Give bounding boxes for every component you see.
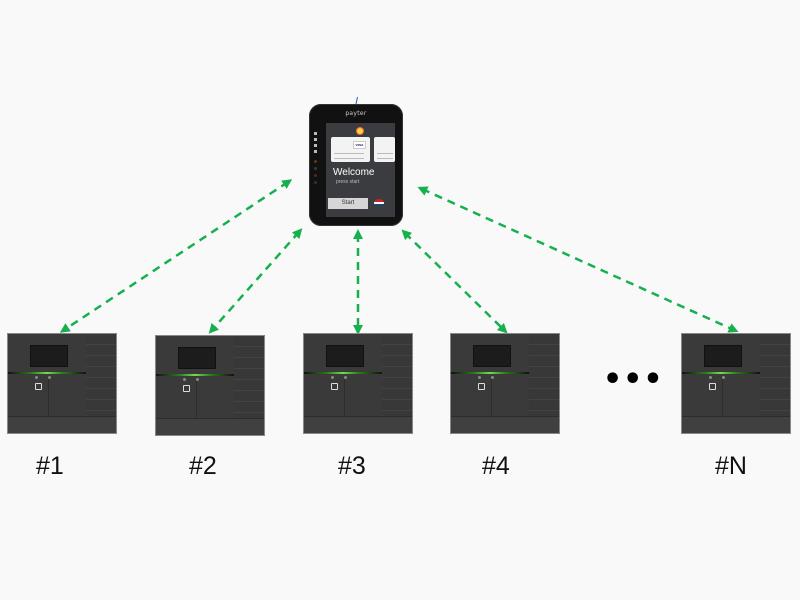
machine-label-4: #4 bbox=[482, 452, 510, 480]
recycle-icon bbox=[183, 385, 190, 392]
connection-arrow-1 bbox=[59, 179, 293, 333]
recycle-icon bbox=[331, 383, 338, 390]
machine-display bbox=[704, 345, 742, 367]
ellipsis-more-machines: ••• bbox=[603, 362, 664, 397]
press-start-text: press start bbox=[336, 179, 360, 185]
recycle-icon bbox=[478, 383, 485, 390]
visa-icon: VISA bbox=[353, 141, 366, 149]
connection-arrow-2 bbox=[208, 228, 303, 334]
recycle-icon bbox=[709, 383, 716, 390]
machine-label-2: #2 bbox=[189, 452, 217, 480]
connection-arrow-N bbox=[417, 186, 739, 333]
dutch-flag-icon bbox=[374, 199, 384, 207]
machine-display bbox=[30, 345, 68, 367]
machine-display bbox=[326, 345, 364, 367]
machine-1 bbox=[8, 334, 116, 433]
machine-display bbox=[178, 347, 216, 369]
terminal-brand: payter bbox=[345, 110, 367, 117]
shell-logo-icon bbox=[356, 127, 364, 135]
machine-2 bbox=[156, 336, 264, 435]
card-tile: VISA bbox=[331, 137, 370, 162]
machine-label-1: #1 bbox=[36, 452, 64, 480]
payment-terminal: payter VISA Welcome press start Start bbox=[309, 104, 403, 226]
machine-label-N: #N bbox=[715, 452, 747, 480]
welcome-text: Welcome bbox=[333, 167, 375, 178]
connection-arrow-4 bbox=[401, 229, 508, 334]
terminal-leds bbox=[314, 160, 317, 188]
machine-3 bbox=[304, 334, 412, 433]
terminal-side-buttons bbox=[314, 132, 317, 156]
terminal-screen: VISA Welcome press start Start bbox=[326, 123, 395, 217]
machine-N bbox=[682, 334, 790, 433]
machine-4 bbox=[451, 334, 559, 433]
recycle-icon bbox=[35, 383, 42, 390]
machine-display bbox=[473, 345, 511, 367]
card-tile-partial bbox=[374, 137, 395, 162]
start-button: Start bbox=[328, 198, 368, 209]
machine-label-3: #3 bbox=[338, 452, 366, 480]
